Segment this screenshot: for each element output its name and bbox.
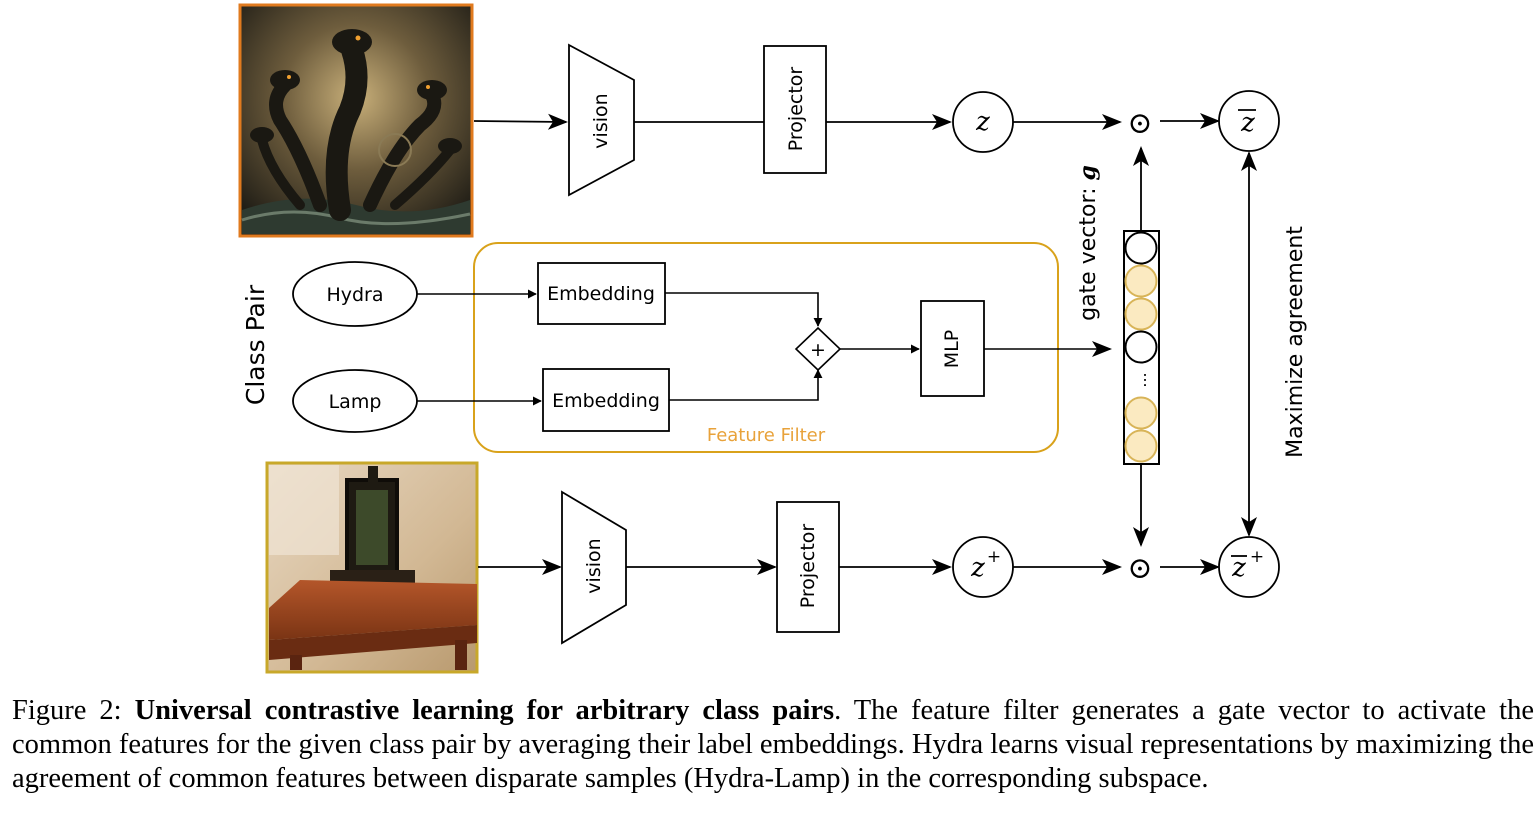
gate-cell-active [1124,396,1158,430]
projector-top [763,45,827,174]
gate-vector: gate vector: g ... [1075,146,1160,547]
embedding-label-bottom: Embedding [552,390,660,412]
gate-cell-inactive [1124,231,1158,265]
embedding-label-top: Embedding [547,283,655,305]
feature-filter: Feature Filter Embedding Embedding + MLP [417,242,1112,453]
gate-cell-active [1124,264,1158,298]
mlp-box [920,300,985,397]
embedding-box-top [537,262,666,325]
z-label: z [975,107,990,137]
sum-symbol: + [810,339,826,361]
zbar-plus-superscript: + [1250,547,1264,567]
architecture-diagram: vision Projector z ⊙ z vision Projector … [238,3,1308,674]
feature-filter-box [473,242,1059,453]
hadamard-bottom: ⊙ [1127,551,1152,586]
mlp-label: MLP [941,330,963,368]
embedding-box-bottom [542,368,670,432]
maximize-agreement-label: Maximize agreement [1283,226,1308,458]
z-plus-superscript: + [987,547,1001,567]
gate-vector-label: gate vector: g [1075,165,1101,321]
lamp-class-label: Lamp [329,391,382,413]
hydra-image [238,3,474,238]
projector-label-bottom: Projector [797,524,819,609]
gate-ellipsis: ... [1131,372,1150,387]
caption-text: . The feature filter generates a gate ve… [12,695,1534,794]
hadamard-top: ⊙ [1127,106,1152,141]
vision-encoder-bottom [561,490,627,645]
caption-prefix: Figure 2: [12,695,135,726]
zbar-plus-label: z [1231,553,1246,583]
feature-filter-label: Feature Filter [707,425,826,446]
projector-label-top: Projector [785,67,807,152]
vision-label-top: vision [590,93,612,148]
vision-encoder-top [568,43,635,197]
caption-title: Universal contrastive learning for arbit… [134,695,835,726]
zbar-label: z [1240,108,1255,138]
class-pair-label: Class Pair [241,284,270,405]
gate-cell-active [1124,297,1158,331]
bottom-branch: vision Projector z + ⊙ z + [478,490,1280,645]
vision-label-bottom: vision [583,538,605,593]
hydra-class-label: Hydra [326,284,383,306]
lamp-image [265,461,479,674]
gate-cell-active [1124,429,1158,463]
sum-node [794,326,842,372]
top-branch: vision Projector z ⊙ z [473,43,1280,197]
z-plus-label: z [970,553,985,583]
projector-bottom [776,501,840,633]
gate-cell-inactive [1124,330,1158,364]
figure-caption: Figure 2: Universal contrastive learning… [12,694,1534,796]
zbar-plus-node [1218,536,1280,598]
